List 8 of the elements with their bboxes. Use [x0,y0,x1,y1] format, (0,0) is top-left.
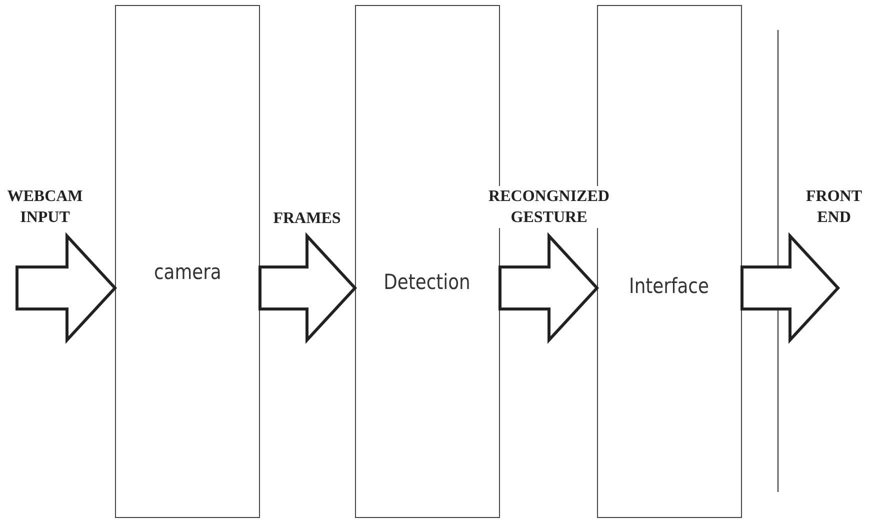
block-arrow [258,232,358,344]
box-label: Detection [384,270,471,294]
box-label: Interface [630,274,710,298]
block-arrow [16,232,118,344]
block-arrow [498,232,600,344]
block-arrow [740,232,840,344]
box-label: camera [154,260,222,284]
process-box [115,5,260,518]
